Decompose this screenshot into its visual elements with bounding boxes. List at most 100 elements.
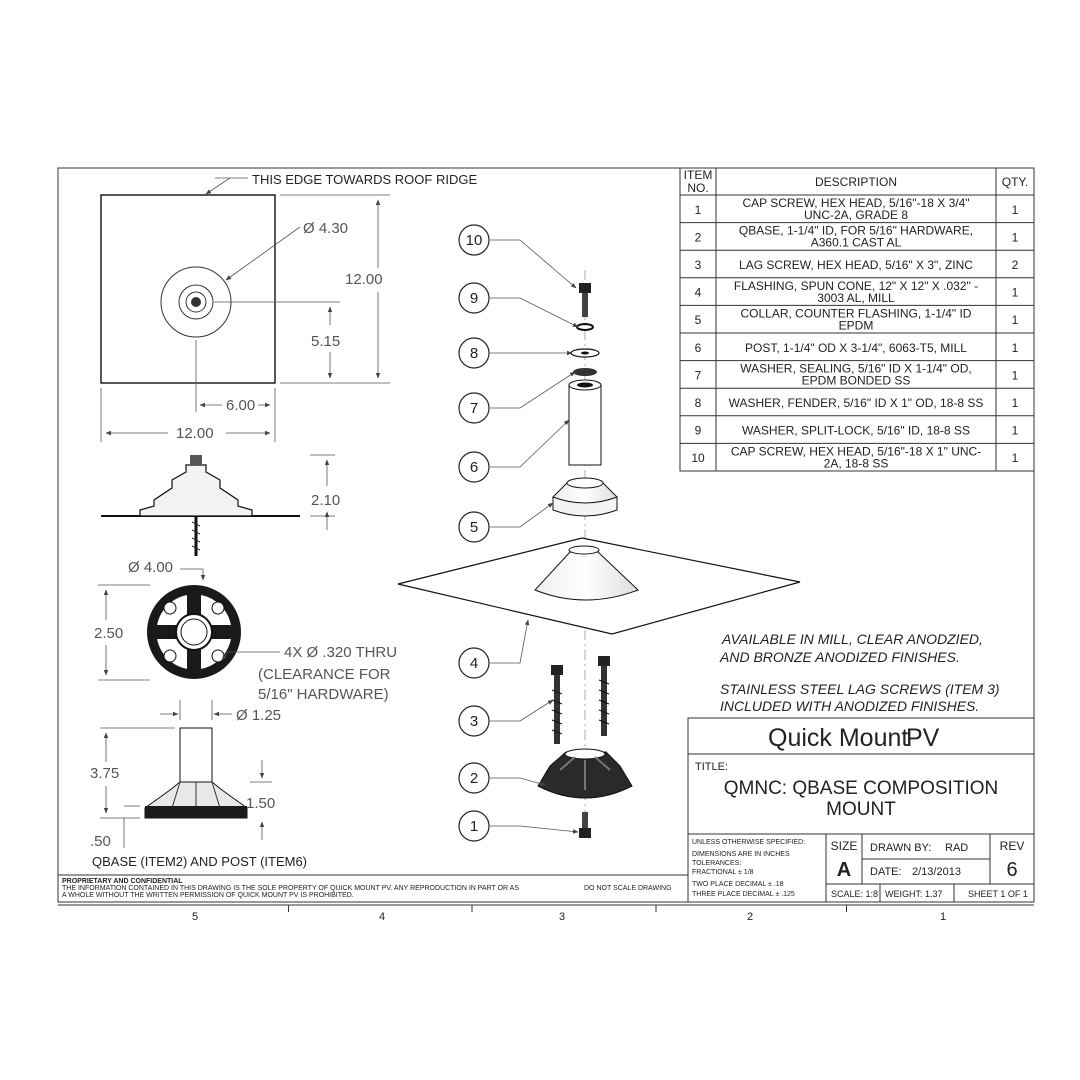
balloon-label: 3 bbox=[470, 713, 478, 730]
proprietary-title: PROPRIETARY AND CONFIDENTIAL bbox=[62, 878, 183, 885]
drawn-label: DRAWN BY: bbox=[870, 842, 931, 854]
bom-qty: 1 bbox=[1012, 396, 1019, 410]
title-label: TITLE: bbox=[695, 761, 728, 773]
bom-qty: 1 bbox=[1012, 286, 1019, 300]
bom-qty: 1 bbox=[1012, 313, 1019, 327]
post-caption: QBASE (ITEM2) AND POST (ITEM6) bbox=[92, 854, 307, 869]
bom-item-no: 3 bbox=[695, 258, 702, 272]
dim-top-half-width: 6.00 bbox=[226, 397, 255, 414]
balloon-item-9: 9 bbox=[458, 282, 579, 328]
bom-qty: 1 bbox=[1012, 230, 1019, 244]
top-edge-note: THIS EDGE TOWARDS ROOF RIDGE bbox=[252, 172, 477, 187]
balloon-item-8: 8 bbox=[458, 337, 573, 369]
bom-qty: 1 bbox=[1012, 424, 1019, 438]
bom-row: 8 1 WASHER, FENDER, 5/16" ID X 1" OD, 18-8… bbox=[695, 396, 1019, 410]
bom-description: WASHER, FENDER, 5/16" ID X 1" OD, 18-8 S… bbox=[729, 396, 984, 410]
bom-description: FLASHING, SPUN CONE, 12" X 12" X .032" - bbox=[734, 279, 978, 293]
rev-label: REV bbox=[1000, 839, 1025, 853]
bom-item-no: 7 bbox=[695, 368, 702, 382]
footer: PROPRIETARY AND CONFIDENTIAL THE INFORMA… bbox=[62, 878, 946, 923]
date-label: DATE: bbox=[870, 866, 902, 878]
bom-description-2: 3003 AL, MILL bbox=[817, 291, 895, 305]
bom-header-description: DESCRIPTION bbox=[815, 175, 897, 189]
dim-base-width: 2.50 bbox=[94, 625, 123, 642]
dim-base-hardware: 5/16" HARDWARE) bbox=[258, 686, 389, 703]
bom-item-no: 5 bbox=[695, 313, 702, 327]
balloon-label: 8 bbox=[470, 345, 478, 362]
balloon-item-6: 6 bbox=[458, 419, 570, 483]
unless-specified: UNLESS OTHERWISE SPECIFIED: bbox=[692, 839, 805, 846]
balloon-label: 1 bbox=[470, 818, 478, 835]
bom-description-2: A360.1 CAST AL bbox=[811, 236, 902, 250]
note-lag-1: STAINLESS STEEL LAG SCREWS (ITEM 3) bbox=[720, 681, 1000, 697]
dim-base-holes: 4X Ø .320 THRU bbox=[284, 644, 397, 661]
scale-value: SCALE: 1:8 bbox=[831, 889, 878, 899]
bom-description: CAP SCREW, HEX HEAD, 5/16"-18 X 3/4" bbox=[742, 196, 969, 210]
balloon-label: 6 bbox=[470, 459, 478, 476]
do-not-scale: DO NOT SCALE DRAWING bbox=[584, 885, 672, 892]
note-lag-2: INCLUDED WITH ANODIZED FINISHES. bbox=[720, 698, 979, 714]
note-finish-1: AVAILABLE IN MILL, CLEAR ANODZIED, bbox=[721, 631, 983, 647]
dim-base-diameter: Ø 4.00 bbox=[128, 559, 173, 576]
balloon-label: 2 bbox=[470, 770, 478, 787]
bom-description-2: 2A, 18-8 SS bbox=[824, 456, 889, 470]
tolerance-1: DIMENSIONS ARE IN INCHES bbox=[692, 851, 790, 858]
bom-description: COLLAR, COUNTER FLASHING, 1-1/4" ID bbox=[741, 306, 972, 320]
exploded-view: 10 9 8 7 6 5 4 3 2 1 bbox=[397, 224, 801, 842]
drawn-value: RAD bbox=[945, 842, 968, 854]
balloon-label: 4 bbox=[470, 655, 478, 672]
bom-qty: 1 bbox=[1012, 203, 1019, 217]
balloon-label: 5 bbox=[470, 519, 478, 536]
bom-item-no: 6 bbox=[695, 341, 702, 355]
finish-notes: AVAILABLE IN MILL, CLEAR ANODZIED, AND B… bbox=[719, 631, 1000, 714]
tolerance-3: FRACTIONAL ± 1/8 bbox=[692, 869, 754, 876]
balloon-label: 7 bbox=[470, 400, 478, 417]
bom-row: 6 1 POST, 1-1/4" OD X 3-1/4", 6063-T5, MIL… bbox=[695, 341, 1019, 355]
bom-item-no: 9 bbox=[695, 424, 702, 438]
bom-description: WASHER, SPLIT-LOCK, 5/16" ID, 18-8 SS bbox=[742, 424, 970, 438]
balloon-item-10: 10 bbox=[458, 224, 577, 289]
bom-header-item: ITEM bbox=[684, 168, 713, 182]
tolerance-4: TWO PLACE DECIMAL ± .18 bbox=[692, 881, 784, 888]
bom-row: 1 1 CAP SCREW, HEX HEAD, 5/16"-18 X 3/4"UN… bbox=[695, 196, 1019, 222]
proprietary-line-2: A WHOLE WITHOUT THE WRITTEN PERMISSION O… bbox=[62, 892, 354, 899]
bom-description-2: UNC-2A, GRADE 8 bbox=[804, 208, 908, 222]
balloon-label: 9 bbox=[470, 290, 478, 307]
dim-post-base: 1.50 bbox=[246, 795, 275, 812]
bom-item-no: 8 bbox=[695, 396, 702, 410]
tolerance-5: THREE PLACE DECIMAL ± .125 bbox=[692, 891, 795, 898]
zone-label: 3 bbox=[559, 911, 565, 923]
bom-qty: 1 bbox=[1012, 341, 1019, 355]
zone-label: 2 bbox=[747, 911, 753, 923]
zone-label: 1 bbox=[940, 911, 946, 923]
note-finish-2: AND BRONZE ANODIZED FINISHES. bbox=[719, 649, 960, 665]
weight-value: WEIGHT: 1.37 bbox=[885, 889, 943, 899]
title-block: Quick Mount PV TITLE: QMNC: QBASE COMPOS… bbox=[687, 717, 1035, 903]
bom-description: QBASE, 1-1/4" ID, FOR 5/16" HARDWARE, bbox=[739, 224, 973, 238]
bom-row: 5 1 COLLAR, COUNTER FLASHING, 1-1/4" IDEPD… bbox=[695, 306, 1019, 332]
balloon-item-5: 5 bbox=[458, 502, 554, 543]
balloon-item-7: 7 bbox=[458, 371, 576, 424]
bom-description: LAG SCREW, HEX HEAD, 5/16" X 3", ZINC bbox=[739, 258, 973, 272]
post-side-view: Ø 1.25 3.75 1.50 .50 QBASE (ITEM2) AND P… bbox=[90, 700, 307, 869]
bom-description-2: EPDM BONDED SS bbox=[802, 374, 911, 388]
proprietary-line-1: THE INFORMATION CONTAINED IN THIS DRAWIN… bbox=[62, 885, 519, 892]
bom-description: CAP SCREW, HEX HEAD, 5/16"-18 X 1" UNC- bbox=[731, 444, 981, 458]
balloon-label: 10 bbox=[466, 232, 483, 249]
bom-item-no: 1 bbox=[695, 203, 702, 217]
bom-description: POST, 1-1/4" OD X 3-1/4", 6063-T5, MILL bbox=[745, 341, 967, 355]
bom-header-qty: QTY. bbox=[1002, 175, 1028, 189]
bom-description-2: EPDM bbox=[839, 318, 874, 332]
tolerance-2: TOLERANCES: bbox=[692, 860, 741, 867]
dim-post-diameter: Ø 1.25 bbox=[236, 707, 281, 724]
zone-label: 4 bbox=[379, 911, 385, 923]
drawing-title-2: MOUNT bbox=[826, 799, 896, 820]
bom-header-no: NO. bbox=[687, 181, 708, 195]
dim-top-offset: 5.15 bbox=[311, 333, 340, 350]
